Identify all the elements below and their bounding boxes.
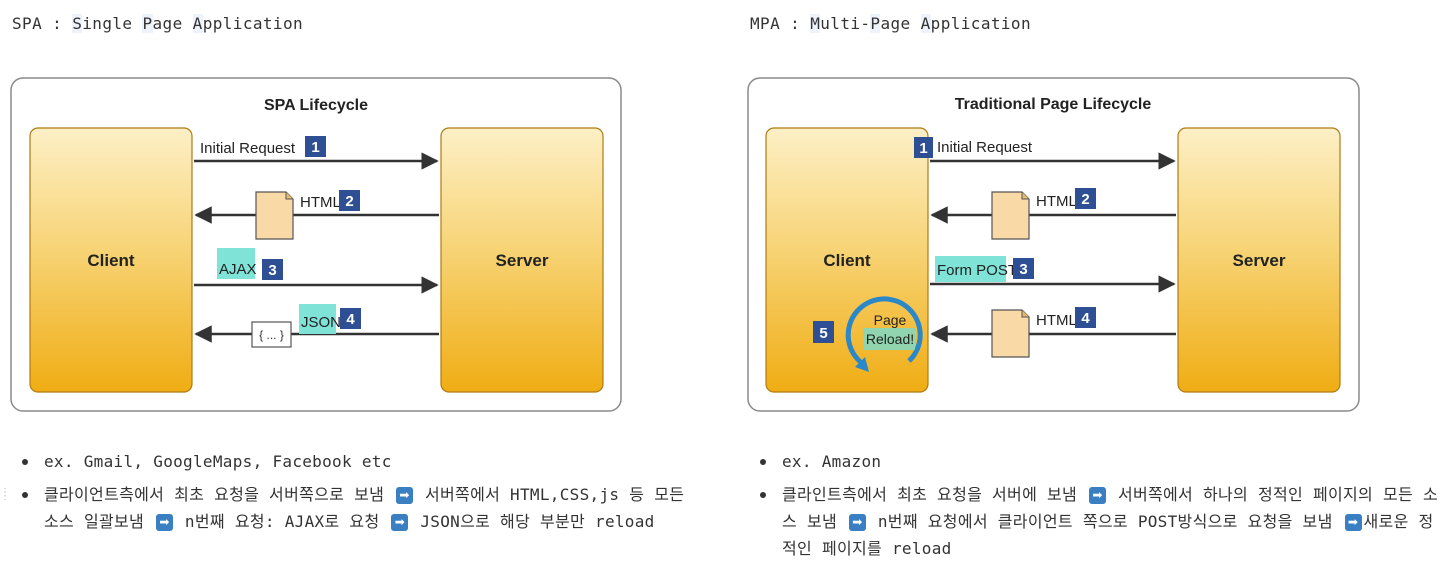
drag-handle-icon[interactable]: ⋮⋮: [0, 487, 10, 502]
mpa-step4-label: HTML: [1036, 312, 1077, 329]
mpa-notes-list: ex. Amazon 클라인트측에서 최초 요청을 서버에 보냄 ➡ 서버쪽에서 …: [750, 448, 1440, 568]
spa-heading: SPA : Single Page Application: [12, 14, 303, 33]
mpa-step4-badge: [1075, 307, 1096, 328]
mpa-step1-num: 1: [919, 140, 927, 157]
mpa-step3-label: Form POST: [937, 262, 1017, 279]
spa-step2-badge: [339, 190, 360, 211]
mpa-step3-num: 3: [1019, 261, 1027, 278]
spa-note-text: 서버쪽에서 HTML,CSS,js 등 모든 소스 일괄보냄: [44, 485, 685, 531]
mpa-heading-part: age: [880, 14, 921, 33]
spa-html-document-icon: [255, 191, 294, 240]
mpa-note-text: ex. Amazon: [782, 452, 882, 471]
mpa-step5-num: 5: [819, 325, 827, 342]
spa-step3-badge: [262, 259, 283, 280]
spa-step4-badge: [340, 308, 361, 329]
spa-note-item: 클라이언트측에서 최초 요청을 서버쪽으로 보냄 ➡ 서버쪽에서 HTML,CS…: [12, 481, 702, 535]
mpa-heading-part: M: [810, 14, 821, 33]
spa-heading-part: A: [192, 14, 203, 33]
spa-json-box-text: { ... }: [259, 328, 284, 342]
spa-step1-badge: [305, 136, 326, 157]
mpa-heading-part: P: [870, 14, 881, 33]
spa-step4-num: 4: [346, 311, 355, 328]
mpa-heading-part: MPA :: [750, 14, 811, 33]
mpa-lifecycle-diagram: Traditional Page Lifecycle Client Server…: [747, 77, 1360, 412]
spa-json-box: [251, 321, 292, 348]
mpa-step5-badge: [813, 321, 834, 343]
spa-note-text: ex. Gmail, GoogleMaps, Facebook etc: [44, 452, 392, 471]
mpa-heading-part: ulti-: [820, 14, 871, 33]
right-arrow-icon: ➡: [156, 514, 173, 531]
spa-notes-list: ex. Gmail, GoogleMaps, Facebook etc 클라이언트…: [12, 448, 702, 541]
mpa-server-label: Server: [1233, 251, 1286, 270]
spa-server-box: [440, 127, 604, 393]
right-arrow-icon: ➡: [396, 487, 414, 504]
spa-step3-label: AJAX: [219, 261, 257, 278]
spa-step1-label: Initial Request: [200, 140, 296, 157]
mpa-note-text: n번째 요청에서 클라이언트 쪽으로 POST방식으로 요청을 보냄: [867, 512, 1343, 531]
mpa-client-box: [765, 127, 929, 393]
spa-step2-label: HTML: [300, 194, 341, 211]
reload-ring-icon: [845, 296, 923, 367]
spa-step4-label: JSON: [301, 314, 341, 331]
mpa-note-item: 클라인트측에서 최초 요청을 서버에 보냄 ➡ 서버쪽에서 하나의 정적인 페이…: [750, 481, 1440, 562]
mpa-note-text: 서버쪽에서 하나의 정적인 페이지의 모든 소스 보냄: [782, 485, 1438, 531]
mpa-step1-badge: [914, 137, 933, 158]
spa-heading-part: S: [72, 14, 83, 33]
mpa-reload-line2: Reload!: [866, 331, 914, 347]
spa-heading-part: P: [142, 14, 153, 33]
mpa-html-document-icon: [991, 191, 1030, 240]
mpa-server-box: [1177, 127, 1341, 393]
mpa-form-post-highlight: [935, 256, 1006, 282]
mpa-client-label: Client: [823, 251, 871, 270]
spa-step1-num: 1: [311, 139, 319, 156]
mpa-heading: MPA : Multi-Page Application: [750, 14, 1031, 33]
spa-step2-num: 2: [345, 193, 353, 210]
spa-note-item: ex. Gmail, GoogleMaps, Facebook etc: [12, 448, 702, 475]
spa-note-text: n번째 요청: AJAX로 요청: [175, 512, 390, 531]
right-arrow-icon: ➡: [391, 514, 409, 531]
spa-note-text: 클라이언트측에서 최초 요청을 서버쪽으로 보냄: [44, 485, 395, 504]
spa-client-box: [29, 127, 193, 393]
spa-json-highlight: [299, 304, 336, 334]
spa-note-text: JSON으로 해당 부분만 reload: [410, 512, 655, 531]
spa-title: SPA Lifecycle: [264, 97, 368, 114]
mpa-step2-badge: [1075, 188, 1096, 209]
mpa-step2-num: 2: [1081, 191, 1089, 208]
spa-lifecycle-diagram: SPA Lifecycle Client Server Initial Requ…: [10, 77, 622, 412]
spa-heading-part: ingle: [82, 14, 143, 33]
spa-step3-num: 3: [268, 262, 276, 279]
mpa-step3-badge: [1013, 258, 1034, 279]
spa-heading-part: age: [152, 14, 193, 33]
mpa-step1-label: Initial Request: [937, 139, 1033, 156]
reload-arrowhead-icon: [855, 357, 869, 372]
right-arrow-icon: ➡: [1344, 514, 1362, 531]
spa-client-label: Client: [87, 251, 135, 270]
right-arrow-icon: ➡: [1089, 487, 1107, 504]
spa-heading-part: pplication: [202, 14, 304, 33]
spa-server-label: Server: [496, 251, 549, 270]
mpa-title: Traditional Page Lifecycle: [955, 96, 1152, 113]
spa-heading-part: SPA :: [12, 14, 73, 33]
mpa-note-text: 클라인트측에서 최초 요청을 서버에 보냄: [782, 485, 1088, 504]
mpa-note-item: ex. Amazon: [750, 448, 1440, 475]
mpa-step4-num: 4: [1081, 310, 1090, 327]
right-arrow-icon: ➡: [848, 514, 866, 531]
mpa-html-document-icon-2: [991, 309, 1030, 358]
mpa-heading-part: pplication: [930, 14, 1031, 33]
mpa-reload-line1: Page: [874, 312, 907, 328]
mpa-heading-part: A: [920, 14, 931, 33]
mpa-step2-label: HTML: [1036, 193, 1077, 210]
mpa-doc-fold: [1021, 192, 1029, 200]
spa-ajax-highlight: [217, 248, 255, 279]
mpa-note-text: 새로운 정적인 페이지를 reload: [782, 512, 1434, 558]
mpa-doc-fold-2: [1021, 310, 1029, 318]
spa-doc-fold: [285, 192, 293, 200]
mpa-reload-highlight: [863, 328, 915, 350]
